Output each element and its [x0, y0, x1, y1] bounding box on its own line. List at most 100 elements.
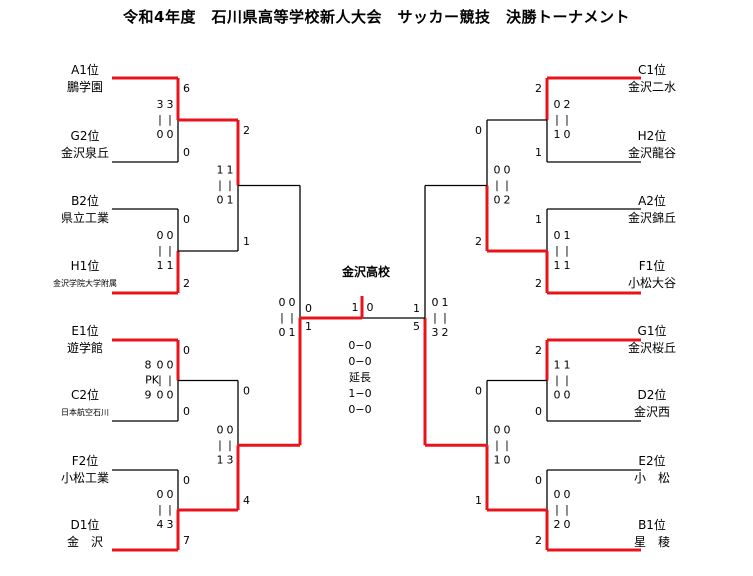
half-score: 8	[145, 359, 152, 372]
half-score: 0	[564, 488, 571, 501]
match-score-total: 1	[243, 235, 250, 248]
pk-label: PK	[145, 374, 160, 387]
team-left-2: G2位 金沢泉丘	[30, 128, 140, 162]
half-score: 0	[157, 229, 164, 242]
team-name: 小松工業	[60, 471, 109, 485]
half-score: 2	[564, 98, 571, 111]
match-score-total: 2	[535, 534, 542, 547]
half-score: 1	[227, 164, 234, 177]
half-score: 3	[167, 98, 174, 111]
team-seed: G1位	[637, 324, 667, 338]
match-score-total: 1	[475, 494, 482, 507]
match-score-total: 1	[305, 320, 312, 333]
match-score-total: 0	[535, 405, 542, 418]
score-divider: |	[555, 113, 559, 126]
half-score: 0	[157, 128, 164, 141]
half-score: 0	[167, 229, 174, 242]
half-score: 1	[227, 194, 234, 207]
half-score: 1	[157, 259, 164, 272]
half-score: 0	[432, 296, 439, 309]
half-score: 2	[554, 518, 561, 531]
team-seed: B2位	[71, 194, 99, 208]
team-seed: C1位	[637, 63, 666, 77]
match-score-total: 2	[243, 124, 250, 137]
match-score-total: 1	[413, 302, 420, 315]
team-seed: C2位	[70, 388, 99, 402]
team-name: 金沢桜丘	[627, 341, 676, 355]
team-seed: F2位	[71, 454, 99, 468]
score-divider: |	[168, 374, 172, 387]
final-half-1: 0−0	[348, 339, 372, 352]
half-score: 0	[504, 164, 511, 177]
score-divider: |	[443, 311, 447, 324]
half-score: 1	[442, 296, 449, 309]
match-score-total: 2	[535, 344, 542, 357]
team-seed: E1位	[71, 324, 99, 338]
team-right-7: E2位 小 松	[597, 453, 707, 487]
score-divider: |	[555, 503, 559, 516]
half-score: 0	[554, 229, 561, 242]
match-score-total: 2	[475, 235, 482, 248]
team-name: 日本航空石川	[61, 408, 109, 417]
half-score: 0	[227, 423, 234, 436]
match-score-total: 0	[183, 474, 190, 487]
score-divider: |	[555, 374, 559, 387]
team-left-8: D1位 金 沢	[30, 517, 140, 551]
score-divider: |	[158, 244, 162, 257]
half-score: 0	[554, 389, 561, 402]
team-name: 県立工業	[60, 211, 109, 225]
match-score-total: 0	[183, 344, 190, 357]
score-divider: |	[565, 113, 569, 126]
half-score: 1	[289, 326, 296, 339]
score-divider: |	[168, 113, 172, 126]
team-name: 遊学館	[66, 341, 103, 355]
team-left-4: H1位 金沢学院大学附属	[30, 258, 140, 292]
half-score: 3	[432, 326, 439, 339]
half-score: 1	[554, 359, 561, 372]
half-score: 1	[564, 359, 571, 372]
half-score: 0	[167, 389, 174, 402]
team-name: 金沢龍谷	[627, 146, 676, 160]
half-score: 1	[167, 259, 174, 272]
half-score: 0	[504, 453, 511, 466]
half-score: 1	[554, 259, 561, 272]
match-score-total: 0	[535, 474, 542, 487]
team-seed: F1位	[638, 259, 666, 273]
half-score: 0	[217, 194, 224, 207]
page-title: 令和4年度 石川県高等学校新人大会 サッカー競技 決勝トーナメント	[123, 8, 630, 26]
match-score-total: 2	[183, 277, 190, 290]
team-right-3: A2位 金沢錦丘	[597, 193, 707, 227]
score-divider: |	[505, 179, 509, 192]
score-divider: |	[290, 311, 294, 324]
half-score: 0	[217, 423, 224, 436]
half-score: 0	[289, 296, 296, 309]
match-score-total: 1	[535, 213, 542, 226]
half-score: 0	[279, 326, 286, 339]
half-score: 1	[217, 453, 224, 466]
match-score-total: 2	[535, 82, 542, 95]
score-divider: |	[565, 244, 569, 257]
half-score: 1	[554, 128, 561, 141]
team-right-1: C1位 金沢二水	[597, 62, 707, 96]
team-name: 金沢西	[633, 405, 670, 419]
score-divider: |	[168, 244, 172, 257]
half-score: 3	[157, 98, 164, 111]
score-divider: |	[565, 503, 569, 516]
team-name: 金沢二水	[627, 80, 676, 94]
team-seed: H1位	[70, 259, 100, 273]
score-divider: |	[158, 113, 162, 126]
match-score-total: 0	[475, 385, 482, 398]
final-extra-label: 延長	[349, 371, 371, 384]
half-score: 0	[157, 359, 164, 372]
match-score-total: 7	[183, 534, 190, 547]
score-divider: |	[505, 438, 509, 451]
team-name: 小松大谷	[627, 276, 676, 290]
half-score: 0	[167, 128, 174, 141]
match-score-total: 6	[183, 82, 190, 95]
team-name: 金 沢	[66, 535, 103, 549]
half-score: 1	[217, 164, 224, 177]
half-score: 0	[157, 389, 164, 402]
final-score-breakdown: 0−0 0−0 延長 1−0 0−0	[330, 338, 390, 418]
half-score: 0	[279, 296, 286, 309]
